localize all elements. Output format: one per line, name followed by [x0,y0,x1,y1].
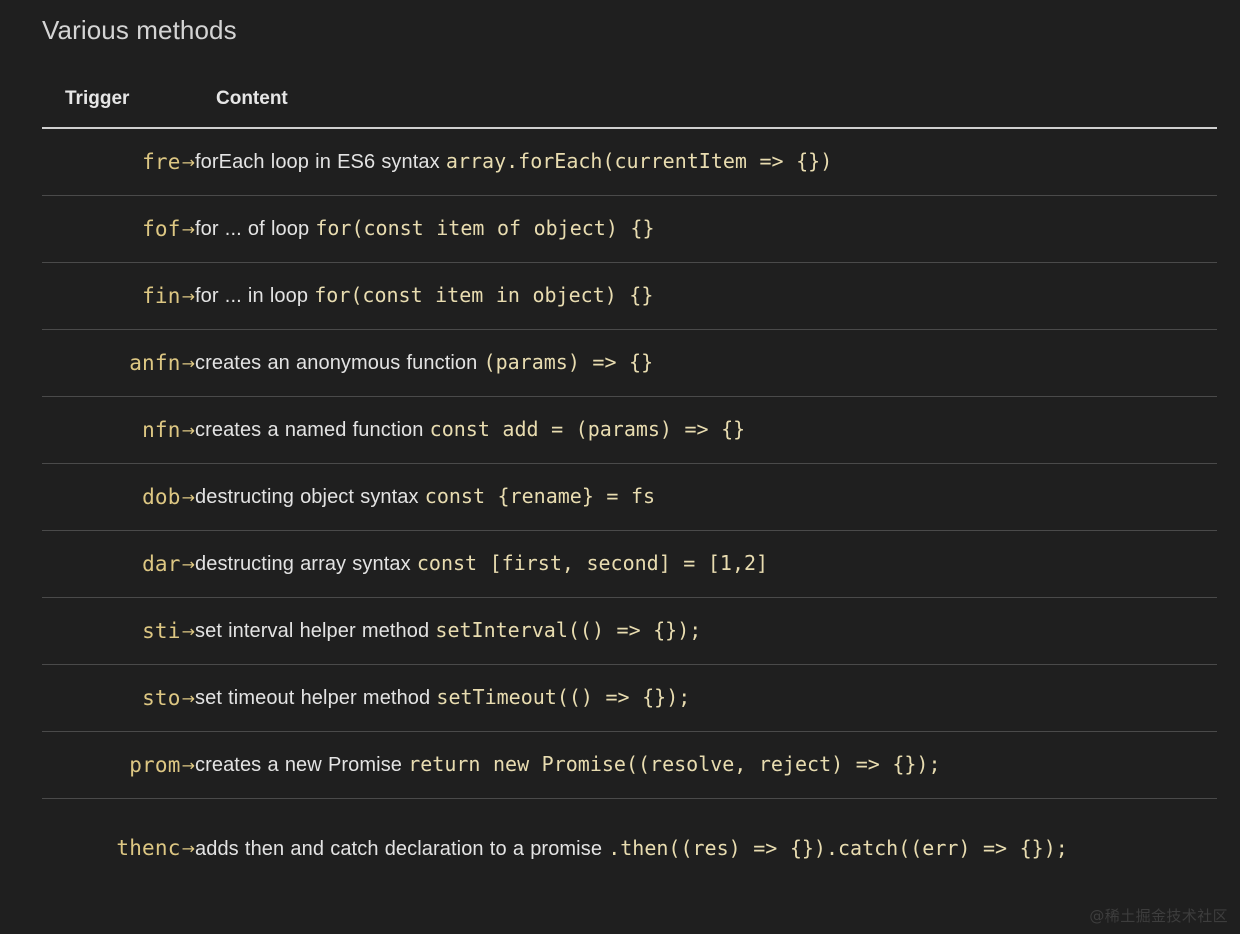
arrow-right-icon: → [181,554,195,574]
table-row: fre→forEach loop in ES6 syntax array.for… [42,128,1217,196]
arrow-right-icon: → [181,839,195,859]
content-cell: creates a new Promise return new Promise… [195,731,1217,799]
trigger-label: fin [142,283,181,308]
table-row: sti→set interval helper method setInterv… [42,597,1217,665]
content-line: creates a new Promise return new Promise… [195,741,1217,788]
content-cell: destructing object syntax const {rename}… [195,463,1217,531]
snippet-description: destructing array syntax [195,553,411,575]
trigger-cell: anfn→ [42,329,195,397]
snippet-code: setInterval(() => {}); [435,618,702,642]
snippet-description: destructing object syntax [195,486,419,508]
trigger-cell: nfn→ [42,396,195,464]
table-row: fin→for ... in loop for(const item in ob… [42,262,1217,330]
trigger-label: dar [142,551,181,576]
snippet-description: creates a named function [195,419,424,441]
snippet-code: .then((res) => {}).catch((err) => {}); [608,835,1068,860]
table-body: fre→forEach loop in ES6 syntax array.for… [42,128,1217,898]
trigger-label: dob [142,484,181,509]
trigger-cell: fof→ [42,195,195,263]
content-cell: creates a named function const add = (pa… [195,396,1217,464]
trigger-cell: prom→ [42,731,195,799]
trigger-label: nfn [142,417,181,442]
snippet-code: const [first, second] = [1,2] [416,551,769,575]
arrow-right-icon: → [181,755,195,775]
snippet-description: set interval helper method [195,620,430,642]
content-line: for ... of loop for(const item of object… [195,205,1217,252]
trigger-label: fof [142,216,181,241]
trigger-label: anfn [129,350,181,375]
watermark: @稀土掘金技术社区 [1089,907,1228,925]
column-header-trigger: Trigger [42,88,195,129]
content-line: forEach loop in ES6 syntax array.forEach… [195,138,1217,185]
content-line: for ... in loop for(const item in object… [195,272,1217,319]
snippet-description: adds then and catch declaration to a pro… [195,837,603,860]
arrow-right-icon: → [181,487,195,507]
table-row: sto→set timeout helper method setTimeout… [42,664,1217,732]
trigger-cell: dob→ [42,463,195,531]
trigger-cell: dar→ [42,530,195,598]
table-row: fof→for ... of loop for(const item of ob… [42,195,1217,263]
arrow-right-icon: → [181,219,195,239]
content-line: destructing object syntax const {rename}… [195,473,1217,520]
arrow-right-icon: → [181,688,195,708]
column-header-content: Content [195,88,1217,129]
snippet-code: (params) => {} [483,350,654,374]
snippet-description: for ... in loop [195,285,309,307]
content-cell: creates an anonymous function (params) =… [195,329,1217,397]
trigger-cell: thenc→ [42,798,195,898]
snippet-description: for ... of loop [195,218,310,240]
table-row: dar→destructing array syntax const [firs… [42,530,1217,598]
trigger-label: prom [129,752,181,777]
table-header: Trigger Content [42,88,1217,129]
snippet-code: array.forEach(currentItem => {}) [445,149,833,174]
content-line: set timeout helper method setTimeout(() … [195,674,1217,721]
snippet-description: creates an anonymous function [195,352,478,374]
page-title: Various methods [42,15,237,45]
snippet-code: for(const item in object) {} [314,283,654,307]
content-line: set interval helper method setInterval((… [195,607,1217,654]
snippet-code: for(const item of object) {} [315,216,655,240]
content-cell: destructing array syntax const [first, s… [195,530,1217,598]
content-line: creates an anonymous function (params) =… [195,339,1217,386]
arrow-right-icon: → [181,420,195,440]
content-line: creates a named function const add = (pa… [195,406,1217,453]
trigger-cell: fin→ [42,262,195,330]
trigger-cell: sto→ [42,664,195,732]
table-row: dob→destructing object syntax const {ren… [42,463,1217,531]
table-row: prom→creates a new Promise return new Pr… [42,731,1217,799]
snippet-description: set timeout helper method [195,687,431,709]
snippet-description: forEach loop in ES6 syntax [195,151,440,174]
snippet-code: const add = (params) => {} [429,417,746,441]
trigger-label: sto [142,685,181,710]
content-cell: for ... of loop for(const item of object… [195,195,1217,263]
trigger-label: fre [142,149,181,174]
table-row: thenc→adds then and catch declaration to… [42,798,1217,898]
snippet-description: creates a new Promise [195,754,403,776]
content-cell: forEach loop in ES6 syntax array.forEach… [195,128,1217,196]
content-cell: for ... in loop for(const item in object… [195,262,1217,330]
arrow-right-icon: → [181,353,195,373]
trigger-cell: sti→ [42,597,195,665]
content-line: adds then and catch declaration to a pro… [195,825,1217,872]
table-row: anfn→creates an anonymous function (para… [42,329,1217,397]
content-cell: adds then and catch declaration to a pro… [195,798,1217,898]
arrow-right-icon: → [181,621,195,641]
trigger-label: sti [142,618,181,643]
content-line: destructing array syntax const [first, s… [195,540,1217,587]
snippet-code: setTimeout(() => {}); [436,685,691,709]
trigger-cell: fre→ [42,128,195,196]
table-header-row: Trigger Content [42,88,1217,129]
snippets-table: Trigger Content fre→forEach loop in ES6 … [42,88,1217,898]
trigger-label: thenc [116,836,181,861]
arrow-right-icon: → [181,286,195,306]
content-cell: set interval helper method setInterval((… [195,597,1217,665]
snippet-code: return new Promise((resolve, reject) => … [408,752,941,776]
snippet-code: const {rename} = fs [424,484,656,508]
arrow-right-icon: → [181,152,195,172]
content-cell: set timeout helper method setTimeout(() … [195,664,1217,732]
table-row: nfn→creates a named function const add =… [42,396,1217,464]
